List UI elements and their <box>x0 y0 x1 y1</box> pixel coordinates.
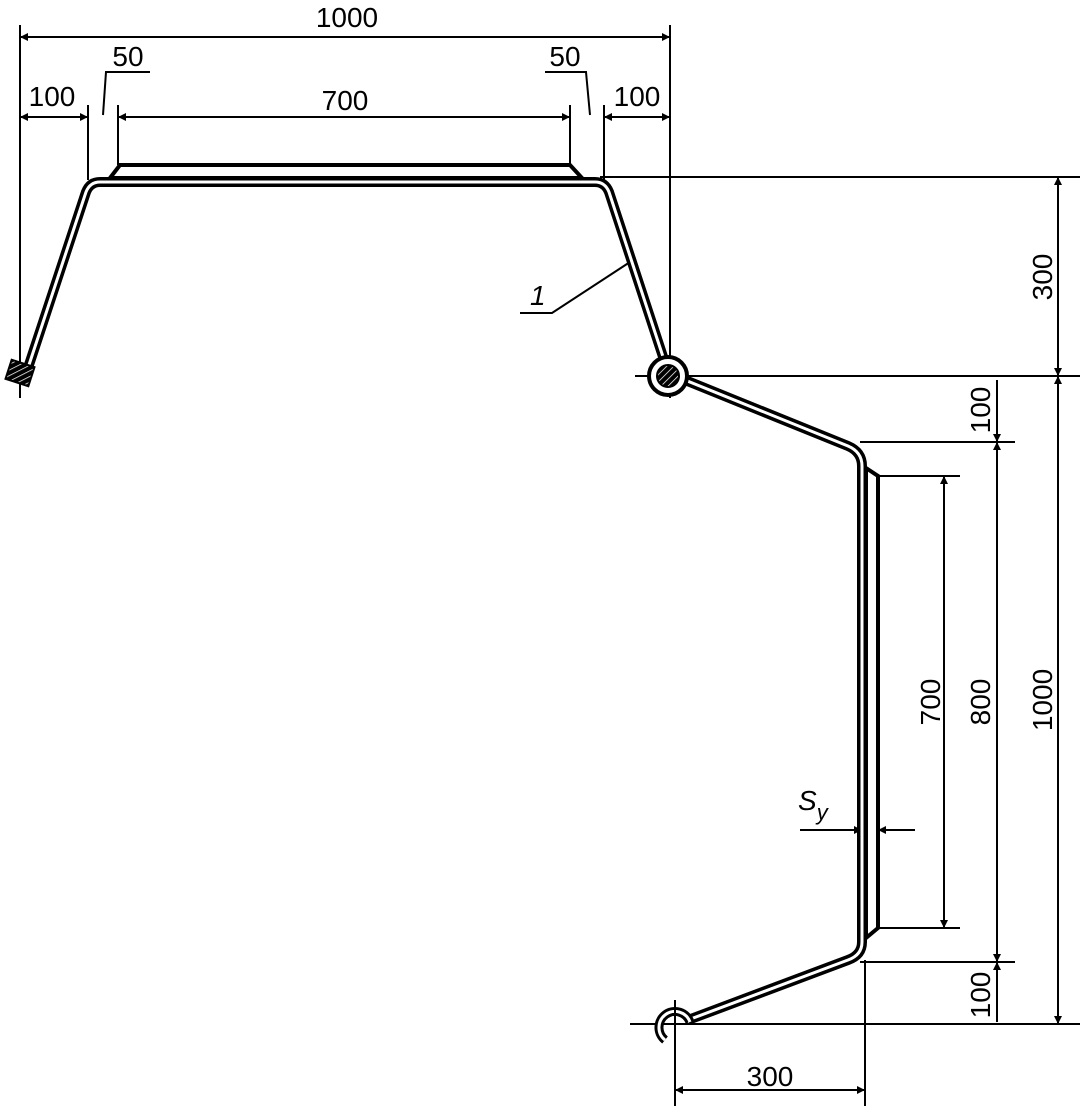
dim-top-right-offset: 100 <box>614 81 661 112</box>
dim-side-bar-length: 800 <box>965 679 996 726</box>
side-plate <box>864 464 880 943</box>
callout-number: 1 <box>530 280 546 311</box>
dim-top-total: 1000 <box>316 2 378 33</box>
bar-end-cut <box>4 358 36 388</box>
dim-top-left-offset: 100 <box>29 81 76 112</box>
dim-top-left-chamfer: 50 <box>112 41 143 72</box>
dimension-lines <box>20 33 1062 1094</box>
top-plate <box>105 163 587 180</box>
dim-top-plate-length: 700 <box>322 85 369 116</box>
bar-hook-end <box>654 1000 695 1048</box>
dim-side-offset-top: 100 <box>965 387 996 434</box>
thickness-label: Sy <box>798 785 830 825</box>
dim-right-height-upper: 300 <box>1027 254 1058 301</box>
bar-coil-section <box>647 355 689 397</box>
dim-top-right-chamfer: 50 <box>549 41 580 72</box>
dim-right-height-total: 1000 <box>1027 669 1058 731</box>
dim-bottom-width: 300 <box>747 1061 794 1092</box>
bent-bar <box>19 177 867 1025</box>
dim-side-plate-length: 700 <box>915 679 946 726</box>
extension-lines <box>19 25 1080 1106</box>
dim-side-offset-bottom: 100 <box>965 972 996 1019</box>
